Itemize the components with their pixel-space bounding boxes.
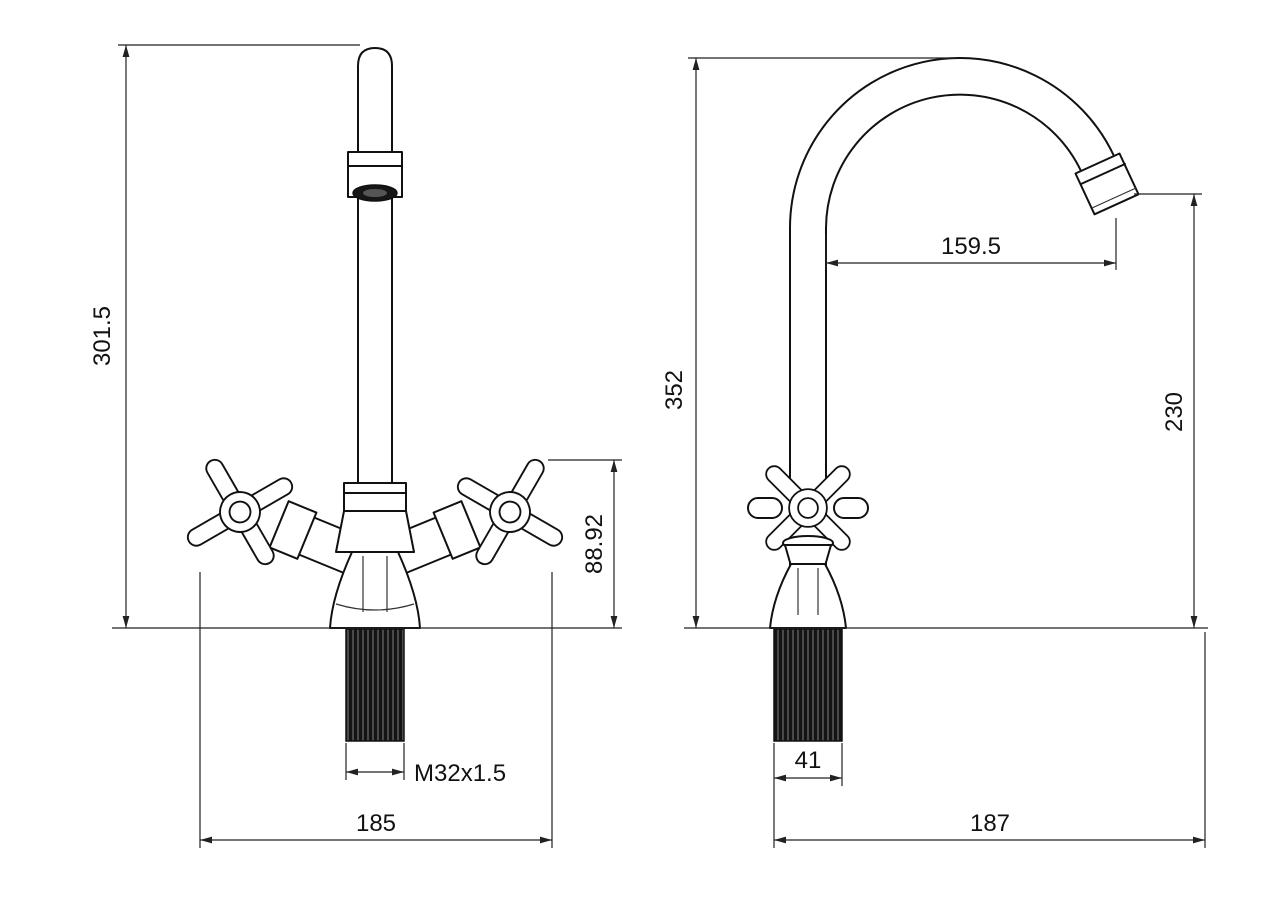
front-body [329,482,421,629]
dim-label-front-height: 301.5 [89,306,116,366]
side-aerator [1074,152,1140,216]
dim-side-height: 352 [661,57,956,628]
dim-side-depth: 187 [773,632,1206,848]
dim-label-side-shank-width: 41 [795,747,822,774]
front-base-cone [329,551,421,629]
dim-side-shank-width: 41 [773,743,843,786]
dim-label-side-outlet-height: 230 [1161,392,1188,432]
side-cross-handle [728,428,888,588]
dim-label-front-thread: M32x1.5 [414,760,506,787]
dim-front-width: 185 [199,572,553,848]
side-thread-shank [773,628,843,742]
dim-side-outlet-height: 230 [1134,193,1202,628]
dim-side-reach: 159.5 [825,218,1117,270]
front-aerator [347,151,403,202]
dim-label-side-reach: 159.5 [941,233,1001,260]
dim-label-front-handle-height: 88.92 [581,514,608,574]
side-view: 352 159.5 230 41 187 [661,57,1208,848]
side-gooseneck-spout [789,57,1115,629]
dim-front-height: 301.5 [89,44,360,628]
dim-front-handle-height: 88.92 [548,459,622,628]
dim-label-front-width: 185 [356,810,396,837]
side-body [769,535,847,629]
dim-front-thread: M32x1.5 [345,743,506,787]
front-left-valve-sleeve [268,500,318,560]
front-thread-shank [345,628,405,742]
front-view: 301.5 88.92 M32x1.5 185 [89,44,622,848]
front-right-valve-sleeve [432,500,482,560]
side-base-cone [769,563,847,629]
dim-label-side-height: 352 [661,370,688,410]
front-spout-pipe [357,47,393,484]
dim-label-side-depth: 187 [970,810,1010,837]
